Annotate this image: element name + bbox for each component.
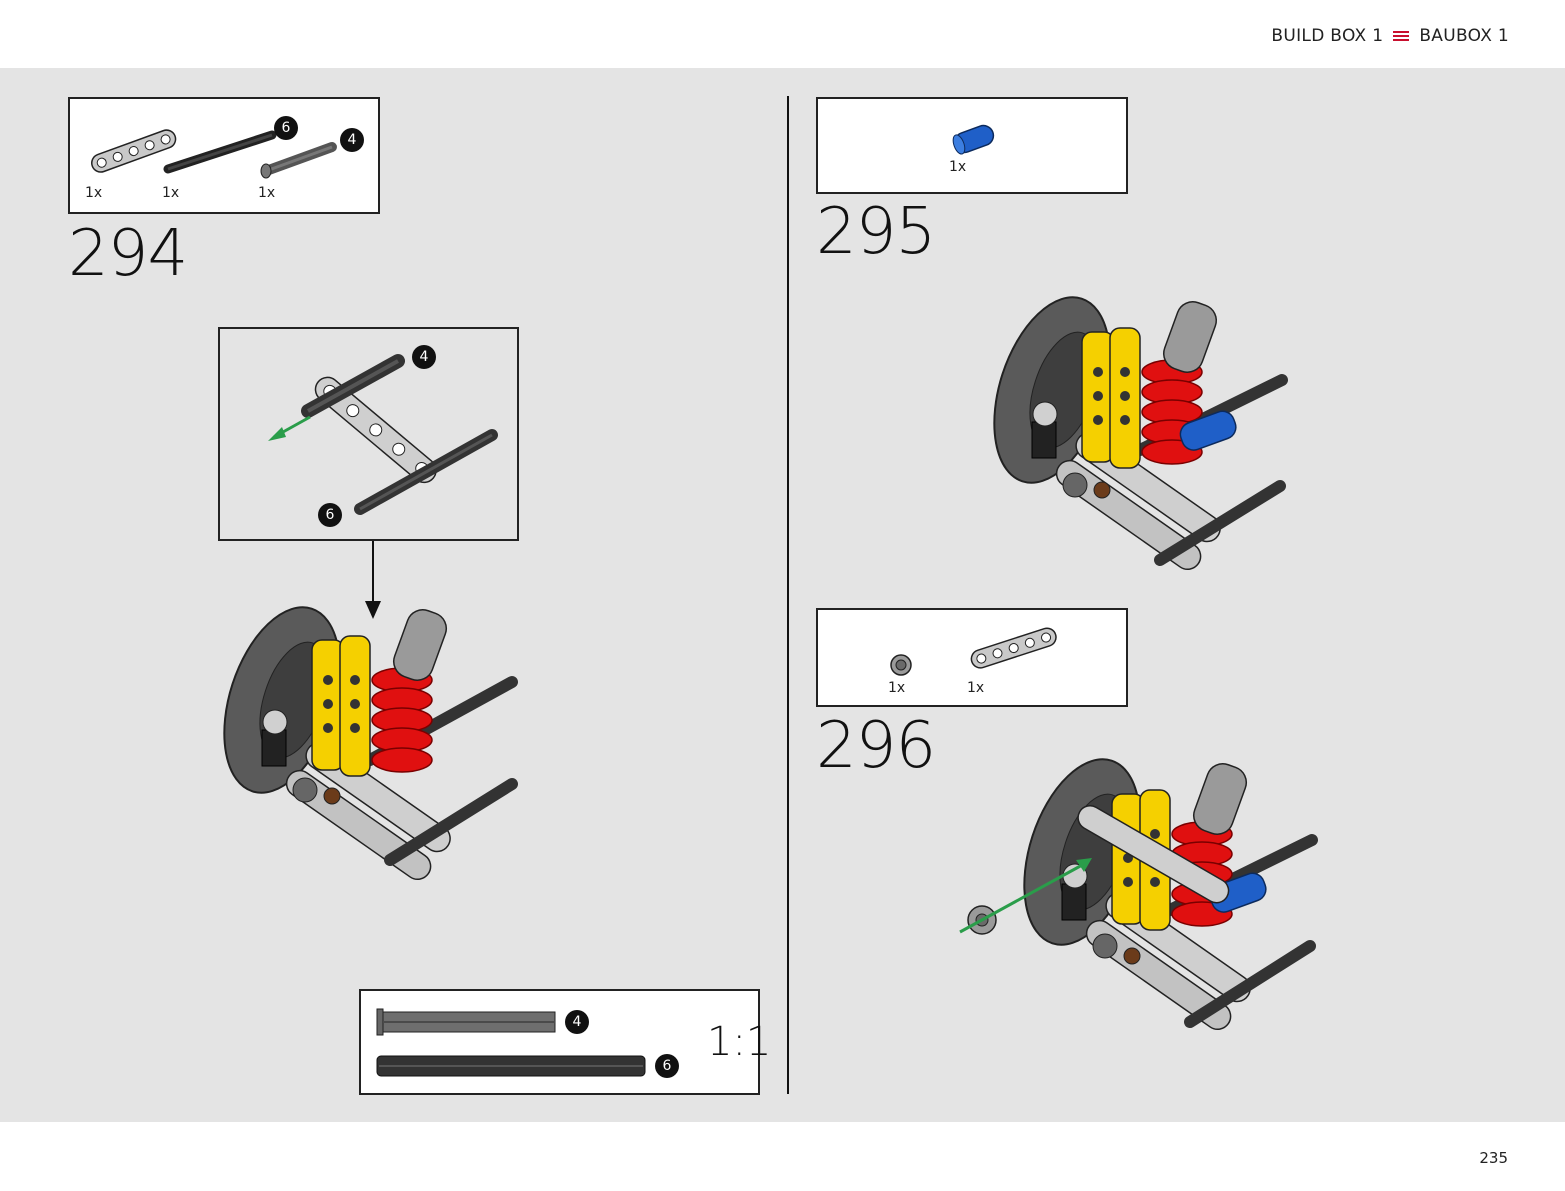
page-footer: 235 bbox=[0, 1122, 1565, 1191]
scale-badge-4: 4 bbox=[565, 1010, 589, 1034]
step-296-parts-box: 1x 1x bbox=[816, 608, 1128, 707]
axle-badge-bottom: 6 bbox=[318, 503, 342, 527]
axle-6-black-icon bbox=[163, 130, 277, 174]
page-number: 235 bbox=[1479, 1149, 1508, 1167]
part-qty: 1x bbox=[85, 185, 103, 201]
scale-reference-box: 4 6 1:1 bbox=[359, 989, 771, 1095]
axle-badge-top: 4 bbox=[412, 345, 436, 369]
part-qty: 1x bbox=[258, 185, 276, 201]
page-header: BUILD BOX 1 BAUBOX 1 bbox=[0, 0, 1565, 68]
build-box-title: BUILD BOX 1 BAUBOX 1 bbox=[1271, 26, 1509, 46]
axle-4-dark-gray-icon bbox=[376, 1008, 556, 1036]
suspension-assembly-model bbox=[993, 296, 1288, 571]
step-294-parts-box: 1x 1x 6 1x 4 bbox=[68, 97, 380, 214]
menu-lines-icon bbox=[1393, 30, 1410, 42]
part-qty: 1x bbox=[162, 185, 180, 201]
beam-5-light-gray-icon bbox=[970, 627, 1057, 669]
scale-ratio: 1:1 bbox=[707, 1019, 772, 1065]
instruction-content bbox=[0, 68, 1565, 1122]
step-294-callout-box: 4 6 bbox=[218, 327, 519, 541]
part-qty: 1x bbox=[949, 159, 967, 175]
part-qty: 1x bbox=[888, 680, 906, 696]
step-number: 296 bbox=[816, 709, 936, 783]
baubox-label: BAUBOX 1 bbox=[1419, 26, 1509, 46]
axle-6-black-icon bbox=[376, 1055, 646, 1077]
build-box-label: BUILD BOX 1 bbox=[1271, 26, 1384, 46]
suspension-assembly-model bbox=[223, 606, 518, 881]
column-divider bbox=[787, 96, 789, 1094]
step-number: 294 bbox=[68, 217, 188, 291]
suspension-assembly-model bbox=[959, 758, 1318, 1031]
beam-subassembly-icon bbox=[268, 354, 498, 515]
part-qty: 1x bbox=[967, 680, 985, 696]
length-badge: 6 bbox=[274, 116, 298, 140]
length-badge: 4 bbox=[340, 128, 364, 152]
axle-4-dark-gray-icon bbox=[260, 142, 337, 179]
step-295-parts-box: 1x bbox=[816, 97, 1128, 194]
bush-light-gray-icon bbox=[890, 654, 912, 676]
beam-5-light-gray-icon bbox=[91, 129, 177, 173]
pin-connector-blue-icon bbox=[952, 124, 995, 155]
scale-badge-6: 6 bbox=[655, 1054, 679, 1078]
assembly-arrow-icon bbox=[365, 541, 381, 619]
step-number: 295 bbox=[816, 195, 936, 269]
